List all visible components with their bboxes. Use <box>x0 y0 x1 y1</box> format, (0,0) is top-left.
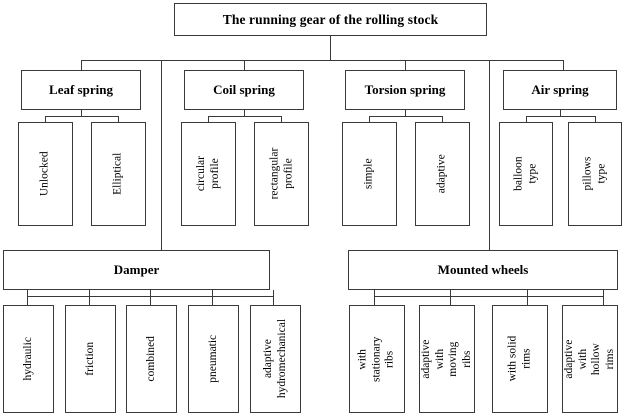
connector-mounted-wheels-drop-3 <box>527 290 528 305</box>
node-adaptive-with-hollow-rims-label: adaptive with hollow rims <box>562 339 616 379</box>
connector-damper-drop-4 <box>212 290 213 305</box>
node-pillows-type: pillows type <box>568 122 622 226</box>
node-balloon-type-label: balloon type <box>512 156 538 192</box>
node-elliptical: Elliptical <box>91 122 146 226</box>
node-balloon-type: balloon type <box>499 122 553 226</box>
connector-damper-drop-2 <box>89 290 90 305</box>
node-damper: Damper <box>3 250 270 290</box>
connector-leaf-spring-drop-1 <box>45 116 46 122</box>
node-hydraulic-label: hydraulic <box>21 337 34 381</box>
connector-root-stem <box>330 36 331 60</box>
connector-torsion-spring-drop-1 <box>369 116 370 122</box>
connector-drop-coil-spring <box>244 60 245 70</box>
node-simple-label: simple <box>362 158 375 190</box>
connector-drop-air-spring <box>563 60 564 70</box>
node-damper-label: Damper <box>113 261 160 277</box>
node-with-stationary-ribs: with stationary ribs <box>349 305 405 413</box>
node-unlocked: Unlocked <box>18 122 73 226</box>
connector-mounted-wheels-drop-2 <box>450 290 451 305</box>
node-unlocked-label: Unlocked <box>38 151 51 197</box>
node-leaf-spring-label: Leaf spring <box>49 81 113 97</box>
node-pneumatic: pneumatic <box>188 305 239 413</box>
node-adaptive-with-moving-ribs: adaptive with moving ribs <box>419 305 475 413</box>
connector-leaf-spring-stem <box>81 110 82 116</box>
connector-coil-spring-bus <box>208 116 281 117</box>
node-mounted-wheels: Mounted wheels <box>348 250 618 290</box>
node-root: The running gear of the rolling stock <box>174 3 487 36</box>
connector-mounted-wheels-bus <box>374 296 603 297</box>
node-with-solid-rims: with solid rims <box>492 305 548 413</box>
connector-damper-drop-5 <box>273 290 274 305</box>
node-coil-spring: Coil spring <box>184 70 304 110</box>
connector-coil-spring-drop-2 <box>281 116 282 122</box>
node-coil-spring-label: Coil spring <box>213 81 275 97</box>
connector-torsion-spring-drop-2 <box>442 116 443 122</box>
node-pillows-type-label: pillows type <box>581 157 607 191</box>
node-adaptive-hydromechanical: adaptive hydromechanical <box>250 305 301 413</box>
node-leaf-spring: Leaf spring <box>21 70 141 110</box>
connector-mounted-wheels-drop-4 <box>603 290 604 305</box>
node-combined: combined <box>126 305 177 413</box>
node-simple: simple <box>342 122 397 226</box>
node-mounted-wheels-label: Mounted wheels <box>437 261 529 277</box>
connector-trunk-damper <box>161 60 162 250</box>
connector-torsion-spring-stem <box>405 110 406 116</box>
connector-drop-leaf-spring <box>81 60 82 70</box>
node-rectangular-profile: rectangular profile <box>254 122 309 226</box>
connector-trunk-mounted-wheels <box>489 60 490 250</box>
connector-coil-spring-stem <box>244 110 245 116</box>
connector-top-bus <box>81 60 563 61</box>
node-adaptive: adaptive <box>415 122 470 226</box>
connector-coil-spring-drop-1 <box>208 116 209 122</box>
connector-drop-torsion-spring <box>405 60 406 70</box>
node-with-solid-rims-label: with solid rims <box>506 336 532 382</box>
node-elliptical-label: Elliptical <box>111 152 124 196</box>
connector-air-spring-drop-1 <box>526 116 527 122</box>
connector-air-spring-stem <box>560 110 561 116</box>
node-circular-profile-label: circular profile <box>194 156 221 192</box>
node-circular-profile: circular profile <box>181 122 236 226</box>
node-pneumatic-label: pneumatic <box>206 335 219 383</box>
connector-torsion-spring-bus <box>369 116 442 117</box>
node-combined-label: combined <box>144 336 157 382</box>
connector-air-spring-bus <box>526 116 595 117</box>
node-torsion-spring-label: Torsion spring <box>364 81 446 97</box>
node-adaptive-with-hollow-rims: adaptive with hollow rims <box>562 305 618 413</box>
node-rectangular-profile-label: rectangular profile <box>267 148 294 200</box>
node-air-spring-label: Air spring <box>531 81 589 97</box>
node-root-label: The running gear of the rolling stock <box>222 11 439 27</box>
node-air-spring: Air spring <box>503 70 617 110</box>
connector-leaf-spring-bus <box>45 116 118 117</box>
node-torsion-spring: Torsion spring <box>345 70 465 110</box>
node-friction: friction <box>65 305 116 413</box>
connector-air-spring-drop-2 <box>595 116 596 122</box>
node-hydraulic: hydraulic <box>3 305 54 413</box>
node-adaptive-label: adaptive <box>435 154 448 194</box>
connector-damper-drop-1 <box>27 290 28 305</box>
node-with-stationary-ribs-label: with stationary ribs <box>356 336 396 382</box>
node-friction-label: friction <box>83 342 96 376</box>
connector-mounted-wheels-drop-1 <box>374 290 375 305</box>
connector-leaf-spring-drop-2 <box>118 116 119 122</box>
node-adaptive-with-moving-ribs-label: adaptive with moving ribs <box>419 339 473 379</box>
connector-damper-drop-3 <box>150 290 151 305</box>
node-adaptive-hydromechanical-label: adaptive hydromechanical <box>261 319 288 399</box>
